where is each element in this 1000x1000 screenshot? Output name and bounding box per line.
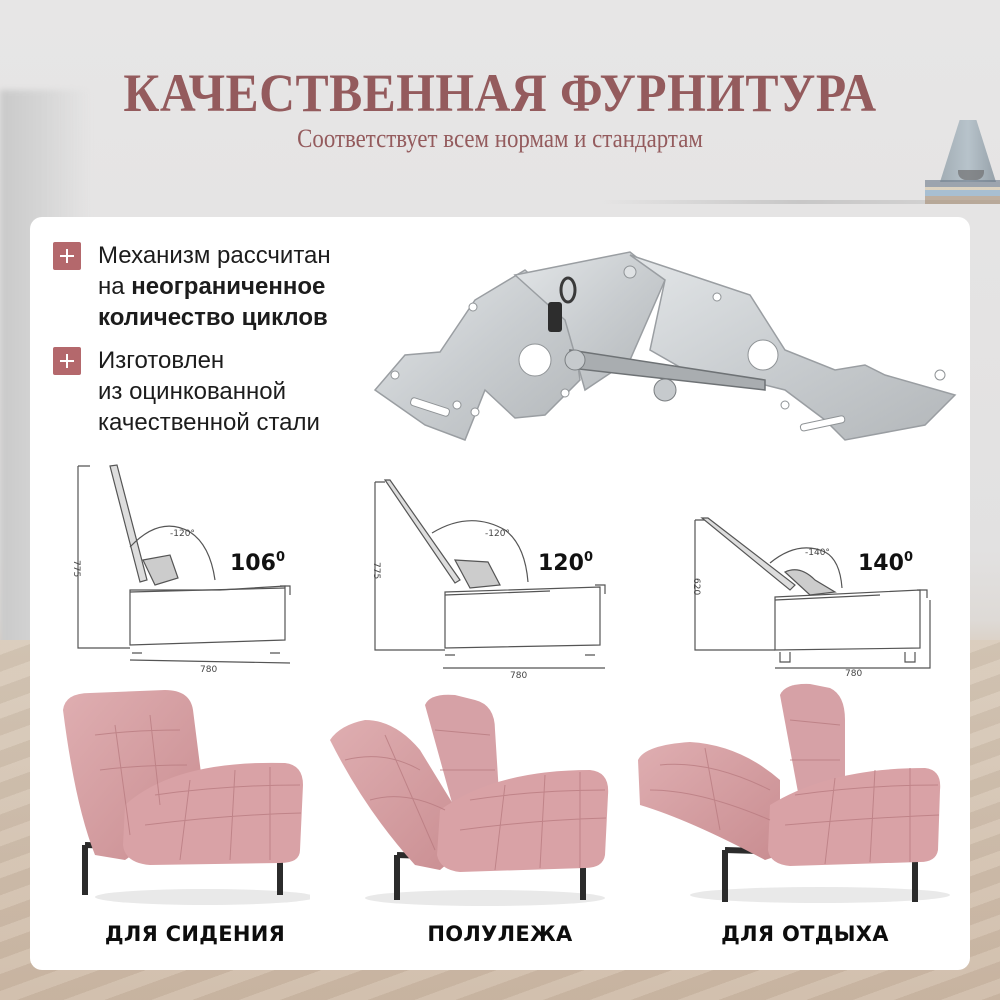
sofa-profile-drawing: -120° 775 780: [71, 464, 291, 675]
position-label-half-lying: ПОЛУЛЕЖА: [427, 922, 573, 946]
svg-text:780: 780: [200, 665, 217, 675]
feature-item-galvanized-steel: Изготовлен из оцинкованной качественной …: [53, 345, 393, 438]
sofa-profile-drawing: -140° 620 780: [691, 517, 931, 679]
feature-text: Механизм рассчитан на неограниченное кол…: [98, 242, 331, 331]
svg-text:775: 775: [371, 562, 381, 579]
plus-icon: [53, 242, 81, 270]
feature-list: Механизм рассчитан на неограниченное кол…: [53, 240, 393, 450]
svg-text:780: 780: [510, 671, 527, 680]
recline-diagram-seating: -120° 775 780 1060: [60, 460, 310, 680]
page-title: КАЧЕСТВЕННАЯ ФУРНИТУРА: [123, 63, 877, 123]
lamp-base: [958, 170, 984, 180]
angle-label: 1060: [230, 550, 285, 576]
background-shelf: [600, 200, 1000, 204]
page-subtitle: Соответствует всем нормам и стандартам: [297, 124, 703, 153]
feature-text: Изготовлен из оцинкованной качественной …: [98, 347, 320, 436]
plus-icon: [53, 347, 81, 375]
hinge-mechanism-image: [373, 251, 957, 441]
angle-label: 1200: [538, 550, 593, 576]
svg-text:-140°: -140°: [805, 548, 830, 558]
sofa-image-rest: [638, 683, 950, 903]
sofa-image-half-lying: [330, 694, 609, 906]
svg-text:-120°: -120°: [485, 529, 510, 539]
feature-item-unlimited-cycles: Механизм рассчитан на неограниченное кол…: [53, 240, 393, 333]
sofa-image-seating: [63, 690, 310, 905]
svg-text:-120°: -120°: [170, 529, 195, 539]
books-stack: [925, 180, 1000, 204]
recline-diagram-half-lying: -120° 775 780 1200: [360, 470, 620, 681]
angle-label: 1400: [858, 550, 913, 576]
position-label-rest: ДЛЯ ОТДЫХА: [721, 922, 889, 946]
svg-text:780: 780: [845, 669, 862, 679]
position-label-seating: ДЛЯ СИДЕНИЯ: [104, 922, 286, 946]
sofa-profile-drawing: -120° 775 780: [371, 479, 606, 681]
svg-text:775: 775: [71, 560, 81, 577]
svg-text:620: 620: [691, 578, 701, 595]
recline-diagram-rest: -140° 620 780 1400: [680, 500, 940, 680]
